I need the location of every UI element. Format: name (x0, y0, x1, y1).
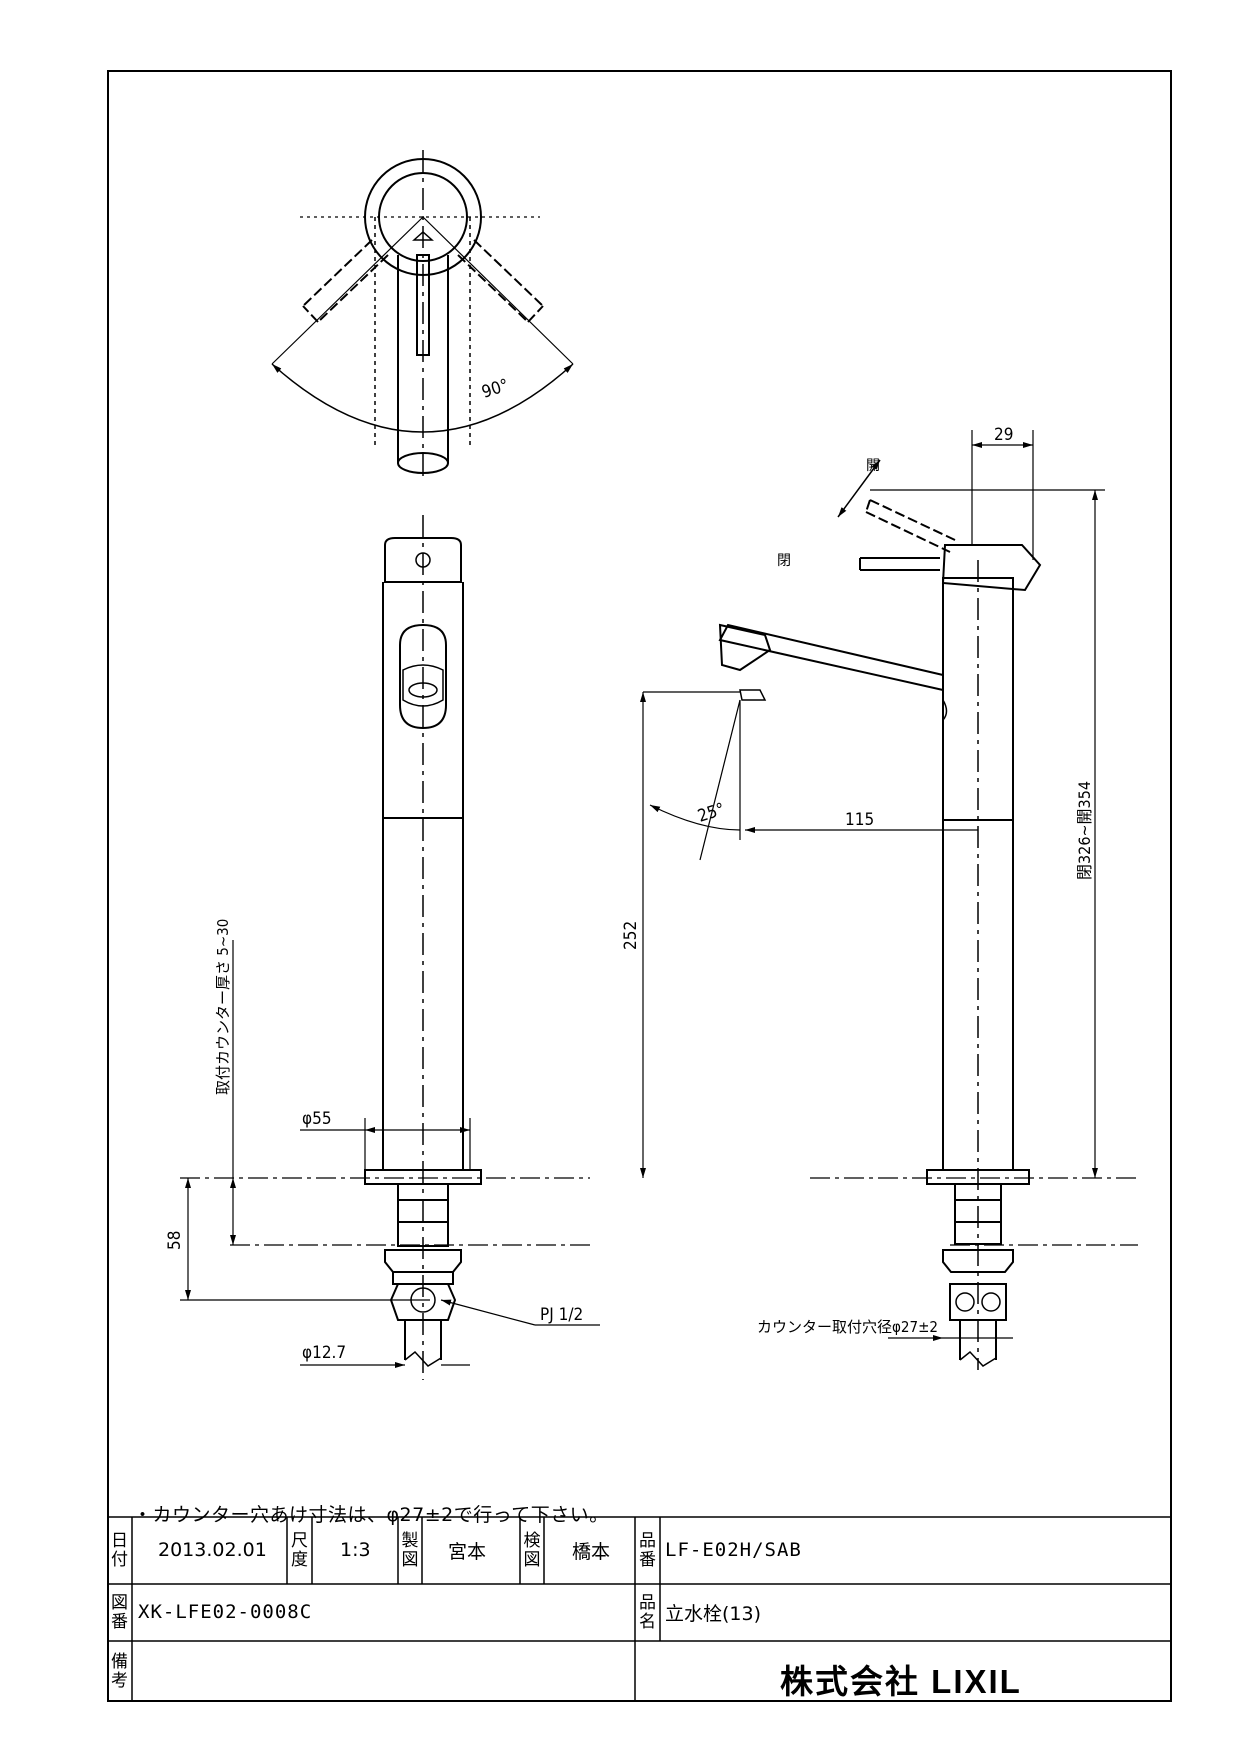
part-name-value: 立水栓(13) (665, 1602, 762, 1625)
scale-label: 尺度 (291, 1530, 308, 1570)
side-view (718, 499, 1042, 1370)
checked-label: 検図 (523, 1530, 541, 1570)
close-label: 閉 (777, 553, 791, 569)
open-label: 開 (866, 458, 880, 474)
counter-thickness-label: 取付カウンター厚さ 5~30 (214, 919, 232, 1095)
dim-252-label: 252 (621, 921, 641, 950)
dim-58-label: 58 (165, 1231, 185, 1250)
scale-value: 1:3 (340, 1539, 371, 1561)
dim-overall-label: 閉326~開354 (1075, 781, 1094, 880)
checked-by: 橋本 (572, 1540, 611, 1563)
front-dimensions (180, 940, 600, 1368)
date-value: 2013.02.01 (158, 1539, 267, 1561)
drawing-frame (107, 70, 1172, 1702)
counter-hole-label: カウンター取付穴径φ27±2 (757, 1318, 938, 1336)
spout-angle-label: 25° (695, 799, 727, 826)
drawing-no-label: 図番 (111, 1592, 128, 1632)
dim-d12-label: φ12.7 (302, 1343, 346, 1363)
part-name-label: 品名 (639, 1592, 656, 1632)
company-logo: 株式会社 LIXIL (780, 1663, 1022, 1700)
title-block-grid (107, 1516, 1172, 1702)
dim-29-label: 29 (994, 425, 1013, 445)
top-view (271, 150, 574, 480)
drawn-label: 製図 (401, 1530, 419, 1570)
dim-d55-label: φ55 (302, 1109, 332, 1129)
side-dimensions (640, 430, 1105, 1341)
dim-115-label: 115 (845, 810, 874, 830)
drawn-by: 宮本 (448, 1540, 487, 1563)
drilling-note: ・カウンター穴あけ寸法は、φ27±2で行って下さい。 (133, 1504, 609, 1526)
part-no-value: LF-E02H/SAB (665, 1539, 802, 1561)
date-label: 日付 (111, 1530, 128, 1570)
top-angle-label: 90° (479, 375, 511, 402)
front-view (364, 515, 482, 1380)
pj-label: PJ 1/2 (540, 1305, 583, 1325)
remarks-label: 備考 (111, 1651, 128, 1691)
part-no-label: 品番 (639, 1530, 656, 1570)
drawing-no-value: XK-LFE02-0008C (138, 1601, 313, 1623)
